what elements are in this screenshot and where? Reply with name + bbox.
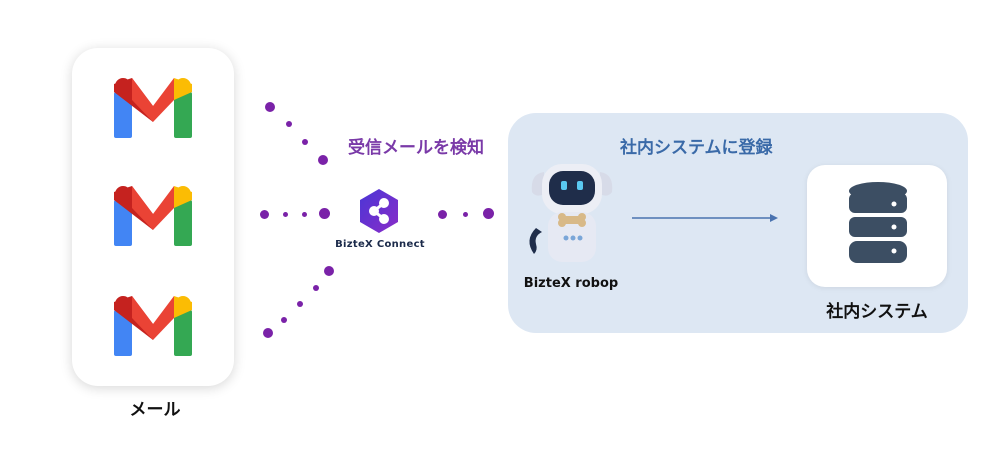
panel-title: 社内システムに登録 — [620, 138, 773, 158]
robot-name: BizteX robop — [523, 276, 619, 291]
mail-label: メール — [129, 400, 181, 420]
bizteX-connect-logo-icon — [360, 189, 398, 233]
gmail-icon — [114, 78, 192, 138]
gmail-icon — [114, 296, 192, 356]
detect-caption: 受信メールを検知 — [348, 138, 484, 158]
arrow-right-icon — [632, 214, 778, 222]
connector-name: BizteX Connect — [335, 239, 425, 250]
database-icon — [849, 182, 907, 263]
robot-icon — [529, 164, 613, 262]
mail-card — [72, 48, 234, 386]
target-system-label: 社内システム — [826, 302, 928, 322]
gmail-icon — [114, 186, 192, 246]
